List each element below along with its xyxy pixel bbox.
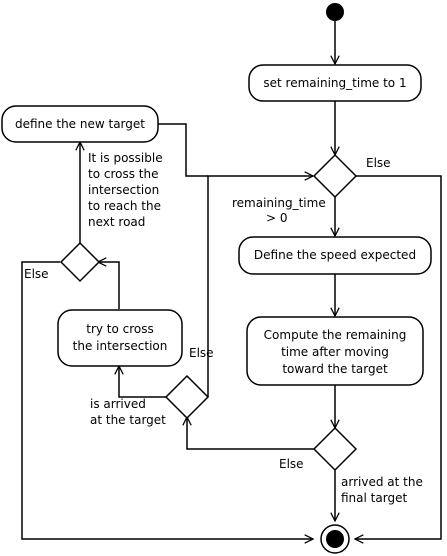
try-cross-label-line-1: try to cross	[86, 322, 154, 336]
possible-label-line-2: to cross the	[88, 167, 158, 181]
compute-label-line-2: time after moving	[281, 345, 389, 359]
action-define-speed-label: Define the speed expected	[254, 248, 416, 262]
final-node-core	[326, 530, 344, 548]
compute-label-line-3: toward the target	[282, 362, 388, 376]
arrived-target-label-line-2: at the target	[90, 413, 166, 427]
try-cross-label-line-2: the intersection	[73, 339, 168, 353]
edge-decision1-else-to-final	[355, 175, 442, 539]
arrived-final-label-line-1: arrived at the	[341, 475, 423, 489]
decision2-else-label: Else	[279, 457, 304, 471]
decision-arrived-target	[164, 374, 210, 420]
action-set-remaining-time	[248, 64, 422, 102]
arrived-final-label-line-2: final target	[341, 491, 407, 505]
remaining-time-label-line-2: > 0	[266, 211, 288, 225]
decision-arrived-final	[312, 426, 358, 472]
compute-label-line-1: Compute the remaining	[264, 328, 407, 342]
possible-label-line-4: to reach the	[88, 199, 161, 213]
decision3-else-label: Else	[189, 346, 214, 360]
decision-remaining-time	[312, 153, 358, 199]
edge-decision4-else-to-final	[21, 261, 313, 539]
action-define-speed	[238, 236, 432, 275]
edge-decision3-to-try	[119, 366, 166, 398]
action-try-to-cross	[57, 309, 183, 367]
action-compute-remaining-time	[246, 316, 424, 386]
edge-define-to-decision1	[158, 123, 208, 177]
action-define-new-target	[1, 105, 159, 143]
action-set-remaining-time-label: set remaining_time to 1	[263, 76, 406, 90]
edge-try-to-decision4	[98, 262, 120, 309]
arrived-target-label-line-1: is arrived	[90, 397, 146, 411]
decision4-else-label: Else	[24, 267, 49, 281]
decision-possible-to-cross	[59, 241, 101, 283]
remaining-time-label-line-1: remaining_time	[232, 196, 326, 210]
possible-label-line-1: It is possible	[88, 151, 163, 165]
edge-decision2-else-to-decision3	[187, 417, 314, 450]
possible-label-line-5: next road	[88, 215, 145, 229]
possible-label-line-3: intersection	[88, 183, 159, 197]
action-define-new-target-label: define the new target	[15, 117, 145, 131]
decision1-else-label: Else	[366, 156, 391, 170]
initial-node	[326, 3, 344, 21]
